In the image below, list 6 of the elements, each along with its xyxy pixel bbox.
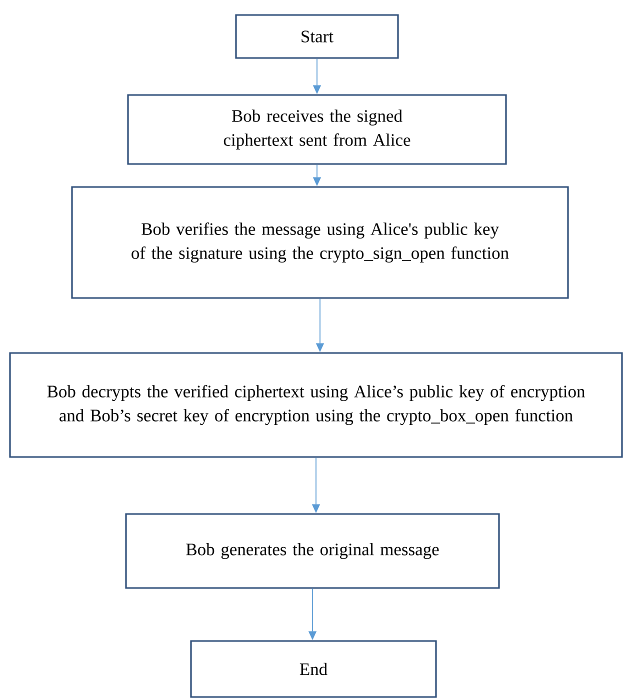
process-box: Bob generates the original message [125, 513, 500, 589]
end-box: End [190, 640, 437, 698]
process-box: Bob receives the signed ciphertext sent from Alice [127, 94, 507, 165]
process-box: Bob verifies the message using Alice's public key of the signature using the crypto_sign_open function [71, 186, 569, 299]
process-box: Bob decrypts the verified ciphertext using Alice’s public key of encryption and Bob’s secret key of encryption using the crypto_box_open function [9, 352, 623, 458]
start-box: Start [235, 14, 399, 59]
